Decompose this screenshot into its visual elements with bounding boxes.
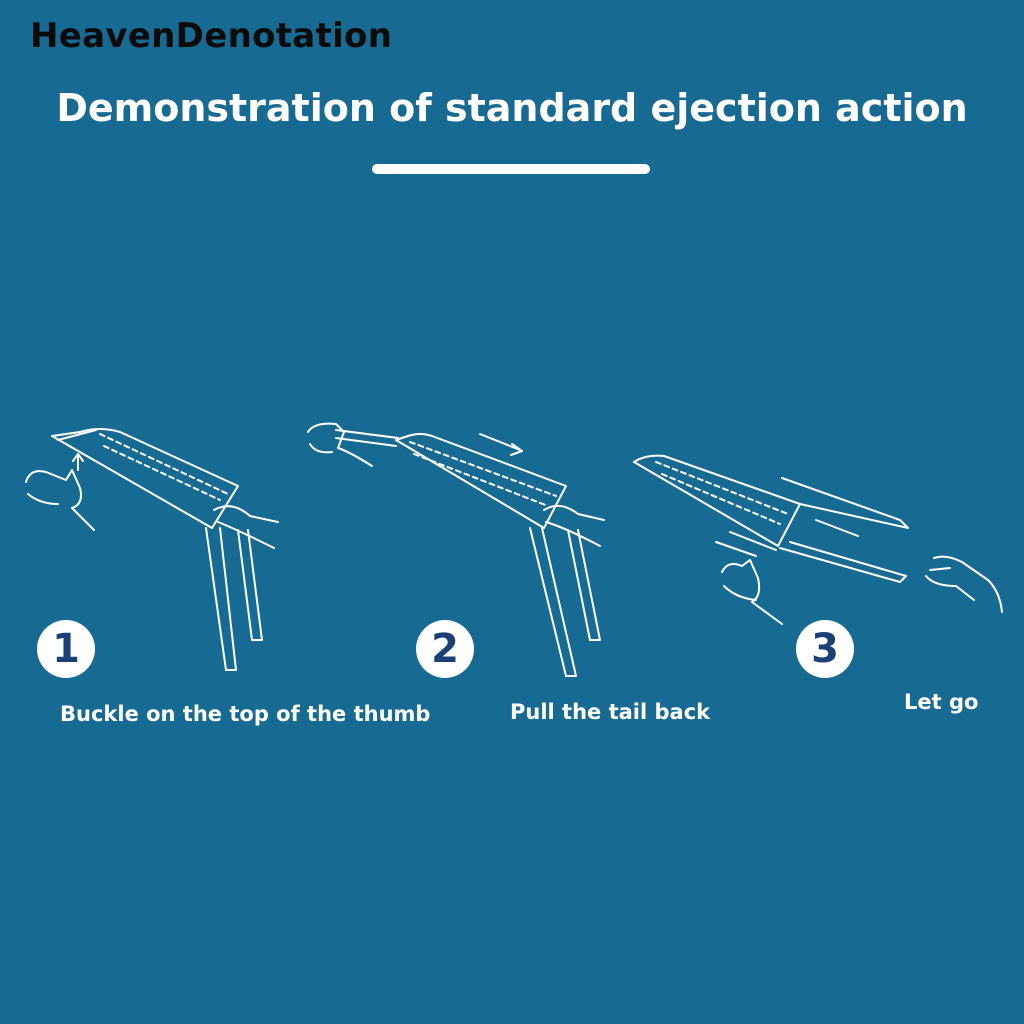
step-3-caption: Let go xyxy=(904,690,978,714)
step-2-number-badge: 2 xyxy=(416,620,474,678)
step-1-caption: Buckle on the top of the thumb xyxy=(60,702,430,726)
step-1-number-badge: 1 xyxy=(37,620,95,678)
step-3-illustration-icon xyxy=(634,456,1002,624)
step-2-caption: Pull the tail back xyxy=(510,700,710,724)
step-3-number-badge: 3 xyxy=(796,620,854,678)
